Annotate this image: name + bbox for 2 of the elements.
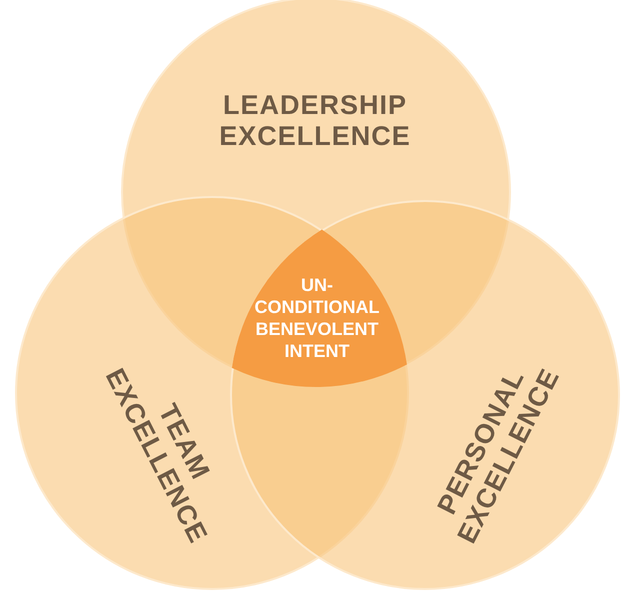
- intersection-label: UN- CONDITIONAL BENEVOLENT INTENT: [254, 274, 380, 362]
- circle-label: LEADERSHIP EXCELLENCE: [218, 90, 412, 152]
